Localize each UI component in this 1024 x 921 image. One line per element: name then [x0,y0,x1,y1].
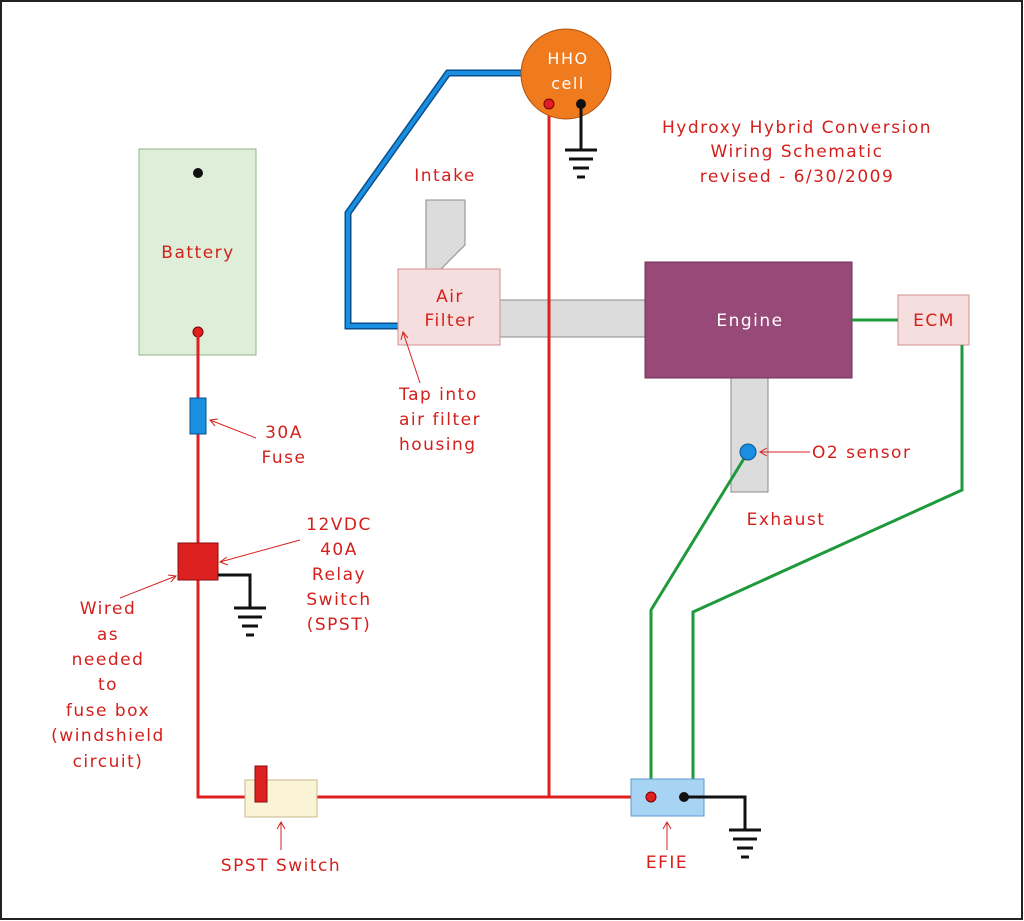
relay-ground-wire [218,573,252,608]
air-filter [397,268,501,346]
relay-label-line-1: 12VDC [306,515,372,535]
wired-label-line-4: to [98,675,118,695]
intake-duct [425,199,466,271]
title-line-1: Hydroxy Hybrid Conversion [662,118,932,138]
engine-label: Engine [716,311,783,331]
relay-ground-icon [234,606,266,637]
intake-pipe [499,299,647,338]
wired-label: Wired as needed to fuse box (windshield … [51,599,165,772]
exhaust-label: Exhaust [747,510,826,530]
tap-label: Tap into air filter housing [398,385,481,455]
hho-positive-terminal [543,98,555,110]
hho-cell-label-1: HHO [547,49,588,68]
tap-label-line-3: housing [399,435,477,455]
wired-label-line-5: fuse box [66,701,150,721]
wired-label-line-6: (windshield [51,726,165,746]
title-block: Hydroxy Hybrid Conversion Wiring Schemat… [662,118,932,187]
relay-label-line-3: Relay [312,565,366,585]
wired-label-line-3: needed [72,650,145,670]
battery-negative-terminal [193,168,203,178]
hho-cell-label-2: cell [551,74,585,93]
relay-label-line-5: (SPST) [307,615,371,635]
hho-ground-icon [565,148,597,179]
air-filter-label-2: Filter [424,311,475,331]
air-filter-label-1: Air [436,287,464,307]
spst-switch-lever [254,765,268,803]
ecm-label: ECM [913,311,955,331]
tap-label-line-2: air filter [399,410,481,430]
fuse-30a [189,397,207,435]
leader-lines [119,330,810,850]
efie-input-terminal [645,791,657,803]
relay-label: 12VDC 40A Relay Switch (SPST) [306,515,372,635]
wired-label-line-7: circuit) [73,752,144,772]
relay-label-line-2: 40A [320,540,358,560]
wired-label-line-2: as [97,625,119,645]
efie-ground-wire [684,795,747,830]
relay-label-line-4: Switch [306,590,371,610]
fuse-label-line-2: Fuse [262,448,307,468]
fuse-label: 30A Fuse [262,423,307,468]
o2-sensor-label: O2 sensor [812,443,911,463]
efie-ground-icon [729,828,761,859]
o2-sensor [739,443,757,461]
battery [138,148,257,356]
title-line-2: Wiring Schematic [711,142,884,162]
hose-inner [346,71,528,328]
main-power-wire [196,332,245,799]
tap-label-line-1: Tap into [398,385,478,405]
o2-efie-wire [649,451,750,797]
fuse-label-line-1: 30A [265,423,303,443]
battery-label: Battery [161,243,234,263]
hho-cell [520,28,612,120]
intake-label: Intake [414,166,476,186]
spst-switch-label: SPST Switch [221,856,341,876]
title-line-3: revised - 6/30/2009 [700,167,895,187]
efie-label: EFIE [646,853,688,873]
hho-hose [344,69,528,330]
exhaust-pipe [730,377,769,493]
wired-label-line-1: Wired [80,599,137,619]
relay-switch [177,542,219,581]
